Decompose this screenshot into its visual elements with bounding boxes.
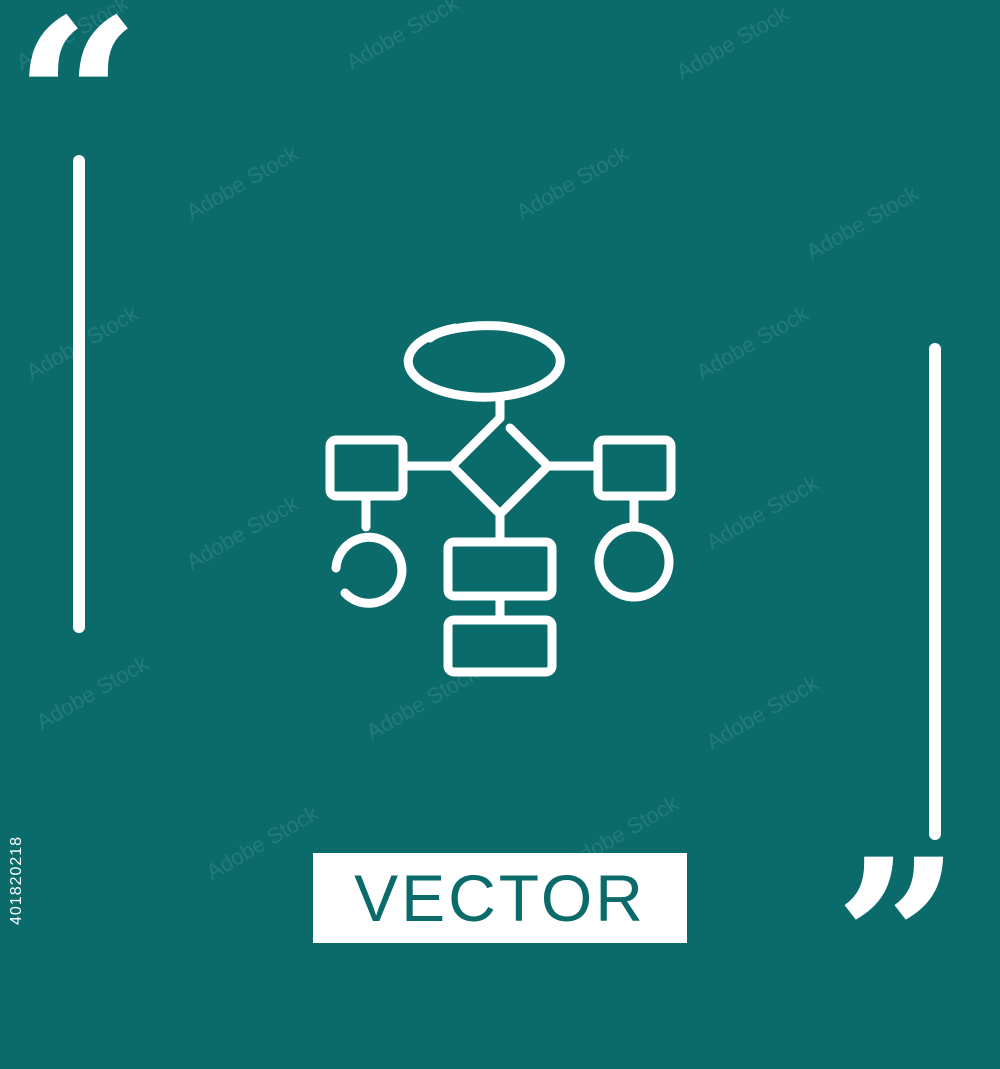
right-process-box — [593, 435, 676, 501]
center-process-box-2 — [443, 615, 557, 677]
center-process-box-1 — [443, 537, 557, 601]
vector-label: VECTOR — [354, 861, 646, 935]
left-decorative-bar — [73, 155, 85, 633]
left-terminal-circle — [331, 532, 407, 608]
left-process-box — [325, 435, 408, 501]
vector-badge: VECTOR — [313, 853, 687, 943]
flowchart-icon — [325, 321, 676, 677]
right-terminal-circle — [594, 522, 674, 602]
start-ellipse-shape — [403, 321, 565, 402]
right-decorative-bar — [929, 343, 941, 840]
canvas: Adobe Stock Adobe Stock Adobe Stock Adob… — [8, 0, 961, 1050]
decision-diamond-shape — [447, 413, 553, 519]
stock-id-label: 401820218 — [8, 835, 25, 925]
